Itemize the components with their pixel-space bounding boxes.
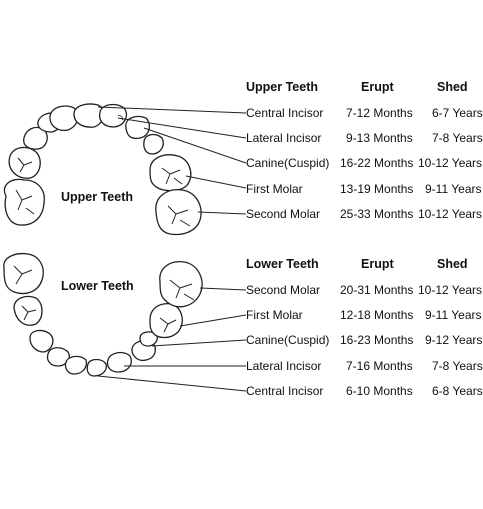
upper-row-erupt: 9-13 Months — [346, 131, 413, 145]
lower-row-name: Central Incisor — [246, 384, 324, 398]
upper-row-name: Second Molar — [246, 207, 321, 221]
lower-row-erupt: 20-31 Months — [340, 283, 414, 297]
upper-arch-teeth — [3, 103, 202, 236]
lower-row-shed: 10-12 Years — [418, 283, 483, 297]
upper-row-shed: 10-12 Years — [418, 207, 483, 221]
lower-row-erupt: 16-23 Months — [340, 333, 414, 347]
upper-row-shed: 10-12 Years — [418, 156, 483, 170]
lower-arch-teeth — [3, 252, 203, 377]
upper-row-name: Lateral Incisor — [246, 131, 322, 145]
upper-row-name: First Molar — [246, 182, 303, 196]
lower-right-first-molar — [149, 302, 183, 339]
upper-header-shed: Shed — [437, 80, 468, 94]
upper-row-shed: 9-11 Years — [425, 182, 482, 196]
upper-left-first-molar — [8, 146, 41, 179]
lower-right-lateral-incisor — [106, 351, 132, 373]
lower-right-central-incisor — [86, 358, 107, 377]
upper-row-erupt: 16-22 Months — [340, 156, 414, 170]
lower-row-shed: 6-8 Years — [432, 384, 483, 398]
lower-row-name: Canine(Cuspid) — [246, 333, 330, 347]
upper-row-erupt: 7-12 Months — [346, 106, 413, 120]
tooth-eruption-chart: Upper Teeth Lower Teeth Upper Teeth Erup… — [3, 80, 483, 398]
upper-header-erupt: Erupt — [361, 80, 394, 94]
upper-row-shed: 7-8 Years — [432, 131, 483, 145]
lower-arch-label: Lower Teeth — [61, 279, 134, 293]
lower-left-canine — [29, 329, 54, 353]
lower-row-erupt: 7-16 Months — [346, 359, 413, 373]
lower-row-erupt: 12-18 Months — [340, 308, 414, 322]
lower-right-canine-cusp — [139, 331, 158, 347]
lower-left-central-incisor — [64, 355, 88, 375]
upper-row-erupt: 13-19 Months — [340, 182, 414, 196]
lower-header-erupt: Erupt — [361, 257, 394, 271]
lower-header-name: Lower Teeth — [246, 257, 319, 271]
lower-left-first-molar — [13, 295, 43, 326]
lower-row-shed: 9-12 Years — [425, 333, 483, 347]
upper-header-name: Upper Teeth — [246, 80, 318, 94]
upper-row-name: Central Incisor — [246, 106, 324, 120]
lower-row-name: Lateral Incisor — [246, 359, 322, 373]
upper-row-name: Canine(Cuspid) — [246, 156, 330, 170]
lower-row-name: First Molar — [246, 308, 303, 322]
upper-left-second-molar — [3, 178, 45, 226]
upper-right-lateral-incisor — [98, 103, 128, 128]
upper-right-second-molar — [155, 189, 202, 236]
upper-left-canine — [23, 126, 48, 150]
tooth-arch-diagram — [3, 103, 247, 392]
lower-row-shed: 7-8 Years — [432, 359, 483, 373]
upper-row-erupt: 25-33 Months — [340, 207, 414, 221]
lower-header-shed: Shed — [437, 257, 468, 271]
lower-right-second-molar — [159, 261, 203, 308]
upper-right-first-molar — [149, 154, 192, 192]
upper-right-canine-cusp — [143, 133, 164, 155]
lower-row-shed: 9-11 Years — [425, 308, 482, 322]
leader-lines — [97, 106, 247, 392]
lower-row-erupt: 6-10 Months — [346, 384, 413, 398]
upper-arch-label: Upper Teeth — [61, 190, 133, 204]
upper-row-shed: 6-7 Years — [432, 106, 483, 120]
lower-row-name: Second Molar — [246, 283, 321, 297]
